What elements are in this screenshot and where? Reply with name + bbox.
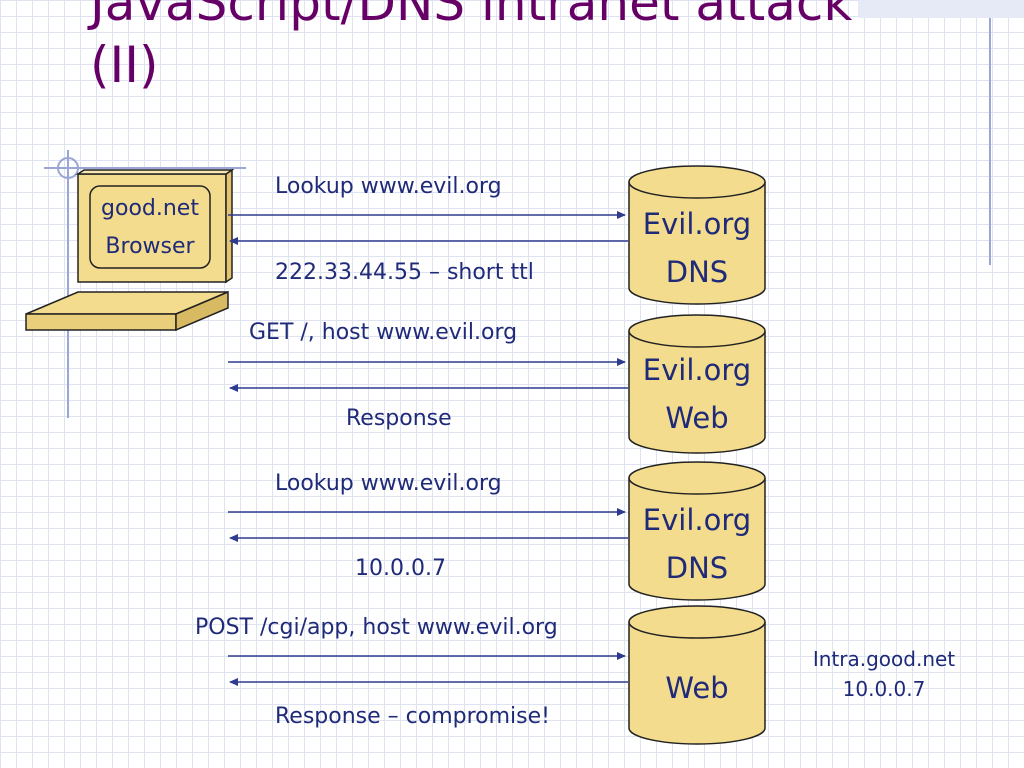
slide-accent-lines: [44, 0, 1024, 418]
request-label-4: POST /cgi/app, host www.evil.org: [195, 615, 558, 640]
intranet-host-ip: 10.0.0.7: [842, 677, 926, 701]
server-label-4-line-1: Web: [665, 671, 729, 705]
intranet-host-label: Intra.good.net 10.0.0.7: [784, 644, 984, 704]
browser-label-line-2: Browser: [105, 234, 195, 259]
server-label-2: Evil.org Web: [627, 346, 767, 442]
server-cylinder-4: [628, 605, 766, 745]
server-label-1-line-2: DNS: [665, 255, 729, 289]
server-label-1: Evil.org DNS: [627, 200, 767, 296]
response-label-1: 222.33.44.55 – short ttl: [275, 260, 534, 285]
slide-title-line-1: JavaScript/DNS intranet attack: [90, 0, 853, 32]
request-label-1: Lookup www.evil.org: [275, 174, 502, 199]
request-label-3: Lookup www.evil.org: [275, 471, 502, 496]
request-label-2: GET /, host www.evil.org: [249, 320, 518, 345]
response-label-4: Response – compromise!: [275, 704, 550, 729]
slide-title: JavaScript/DNS intranet attack (II): [90, 0, 852, 96]
server-label-3-line-2: DNS: [665, 551, 729, 585]
response-label-3: 10.0.0.7: [355, 556, 446, 581]
server-cylinder-1: [628, 165, 766, 305]
server-label-2-line-2: Web: [665, 401, 729, 435]
browser-label-line-1: good.net: [101, 196, 199, 221]
browser-label: good.net Browser: [85, 190, 215, 266]
laptop-icon: [25, 168, 235, 332]
server-label-3: Evil.org DNS: [627, 496, 767, 592]
server-cylinder-3: [628, 461, 766, 601]
server-label-1-line-1: Evil.org: [642, 207, 752, 241]
intranet-host-name: Intra.good.net: [812, 647, 956, 671]
server-label-4: Web: [627, 664, 767, 712]
laptop-screen: [89, 185, 211, 269]
slide-title-line-2: (II): [90, 36, 159, 94]
response-label-2: Response: [346, 406, 452, 431]
server-label-2-line-1: Evil.org: [642, 353, 752, 387]
server-cylinder-2: [628, 314, 766, 454]
server-label-3-line-1: Evil.org: [642, 503, 752, 537]
